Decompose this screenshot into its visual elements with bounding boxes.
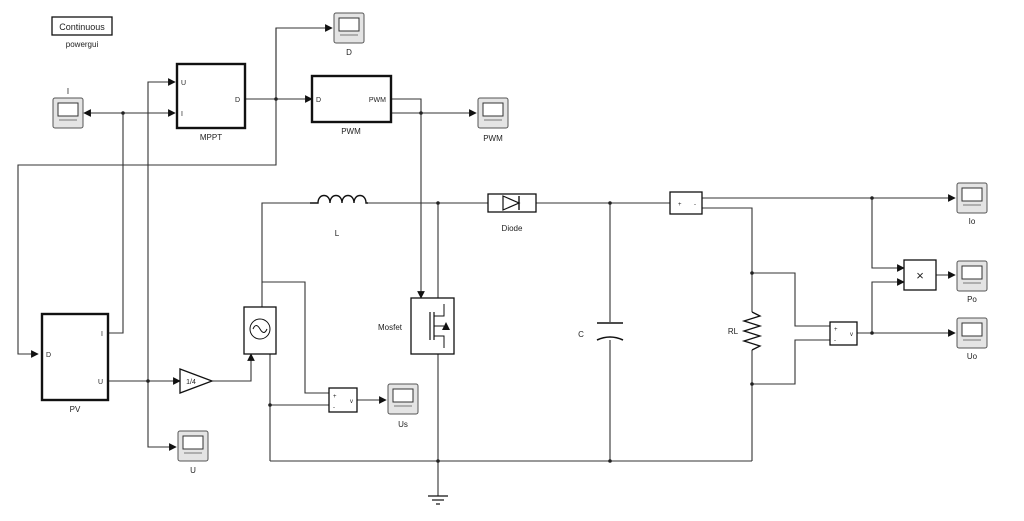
diode-label: Diode — [502, 224, 523, 233]
svg-text:v: v — [350, 399, 353, 405]
scope-pwm[interactable]: PWM — [477, 97, 509, 143]
powergui-block-text: Continuous — [59, 22, 105, 32]
output-voltage-sensor-block[interactable]: + - v — [829, 321, 858, 346]
svg-text:-: - — [694, 202, 696, 208]
ac-source-icon — [249, 318, 271, 340]
scope-io[interactable]: Io — [956, 182, 988, 226]
scope-d-label: D — [346, 48, 352, 57]
pv-port-d: D — [46, 352, 51, 359]
scope-po[interactable]: Po — [956, 260, 988, 304]
sensor-icon: + - — [678, 202, 696, 208]
controlled-source-block[interactable] — [243, 306, 277, 355]
svg-text:-: - — [834, 338, 836, 344]
pv-port-i: I — [101, 331, 103, 338]
ground-icon — [428, 495, 448, 505]
scope-icon — [956, 317, 988, 349]
mosfet-icon — [429, 304, 450, 348]
mppt-label: MPPT — [200, 133, 222, 142]
power-wires — [261, 202, 830, 496]
pv-port-u: U — [98, 379, 103, 386]
pv-block[interactable]: D I U PV — [40, 312, 110, 414]
junction-dots — [121, 97, 874, 463]
svg-text:+: + — [834, 327, 838, 333]
capacitor-icon — [596, 322, 624, 341]
resistor-label: RL — [728, 327, 739, 336]
scope-uo-label: Uo — [967, 352, 978, 361]
inductor-block[interactable]: L — [310, 194, 368, 239]
scope-i-label: I — [67, 87, 69, 96]
product-icon: × — [916, 268, 924, 283]
diode-block[interactable]: Diode — [487, 193, 537, 233]
powergui-block[interactable]: Continuous powergui — [51, 16, 113, 49]
diode-icon — [502, 195, 521, 211]
gain-icon — [179, 368, 214, 394]
scope-d[interactable]: D — [333, 12, 365, 57]
svg-text:-: - — [333, 405, 335, 411]
scope-icon — [52, 97, 84, 129]
capacitor-label: C — [578, 330, 584, 339]
scope-icon — [477, 97, 509, 129]
source-voltage-sensor-block[interactable]: + - v — [328, 387, 358, 413]
scope-icon — [333, 12, 365, 44]
inductor-label: L — [335, 229, 340, 238]
inductor-icon — [310, 194, 368, 204]
scope-i[interactable]: I — [52, 87, 84, 129]
scope-icon — [956, 260, 988, 292]
product-block[interactable]: × — [903, 259, 937, 291]
mppt-block[interactable]: U I D MPPT — [175, 62, 247, 142]
scope-po-label: Po — [967, 295, 977, 304]
pwm-port-d: D — [316, 97, 321, 104]
mppt-port-i: I — [181, 111, 183, 118]
capacitor-block[interactable]: C — [578, 322, 624, 341]
scope-us[interactable]: Us — [387, 383, 419, 429]
current-sensor-block[interactable]: + - — [669, 191, 703, 215]
pwm-port-pwm: PWM — [369, 97, 386, 104]
resistor-icon — [741, 311, 763, 351]
scope-icon — [956, 182, 988, 214]
gain-text: 1/4 — [186, 379, 196, 386]
mppt-port-u: U — [181, 80, 186, 87]
mppt-port-d: D — [235, 97, 240, 104]
scope-us-label: Us — [398, 420, 408, 429]
pwm-label: PWM — [341, 127, 361, 136]
scope-icon — [387, 383, 419, 415]
mosfet-label: Mosfet — [378, 323, 403, 332]
scope-u-label: U — [190, 466, 196, 475]
scope-icon — [177, 430, 209, 462]
svg-text:v: v — [850, 332, 853, 338]
powergui-label: powergui — [66, 40, 99, 49]
gain-block[interactable]: 1/4 — [179, 368, 214, 394]
sensor-icon: + - v — [333, 394, 353, 411]
scope-u[interactable]: U — [177, 430, 209, 475]
scope-pwm-label: PWM — [483, 134, 503, 143]
pwm-block[interactable]: D PWM PWM — [310, 74, 393, 136]
scope-uo[interactable]: Uo — [956, 317, 988, 361]
sensor-icon: + - v — [834, 327, 853, 344]
svg-text:+: + — [678, 202, 682, 208]
signal-wires — [17, 24, 956, 451]
pv-label: PV — [70, 405, 81, 414]
svg-text:+: + — [333, 394, 337, 400]
scope-io-label: Io — [969, 217, 976, 226]
mosfet-block[interactable]: Mosfet — [378, 297, 455, 355]
resistor-block[interactable]: RL — [728, 311, 763, 351]
